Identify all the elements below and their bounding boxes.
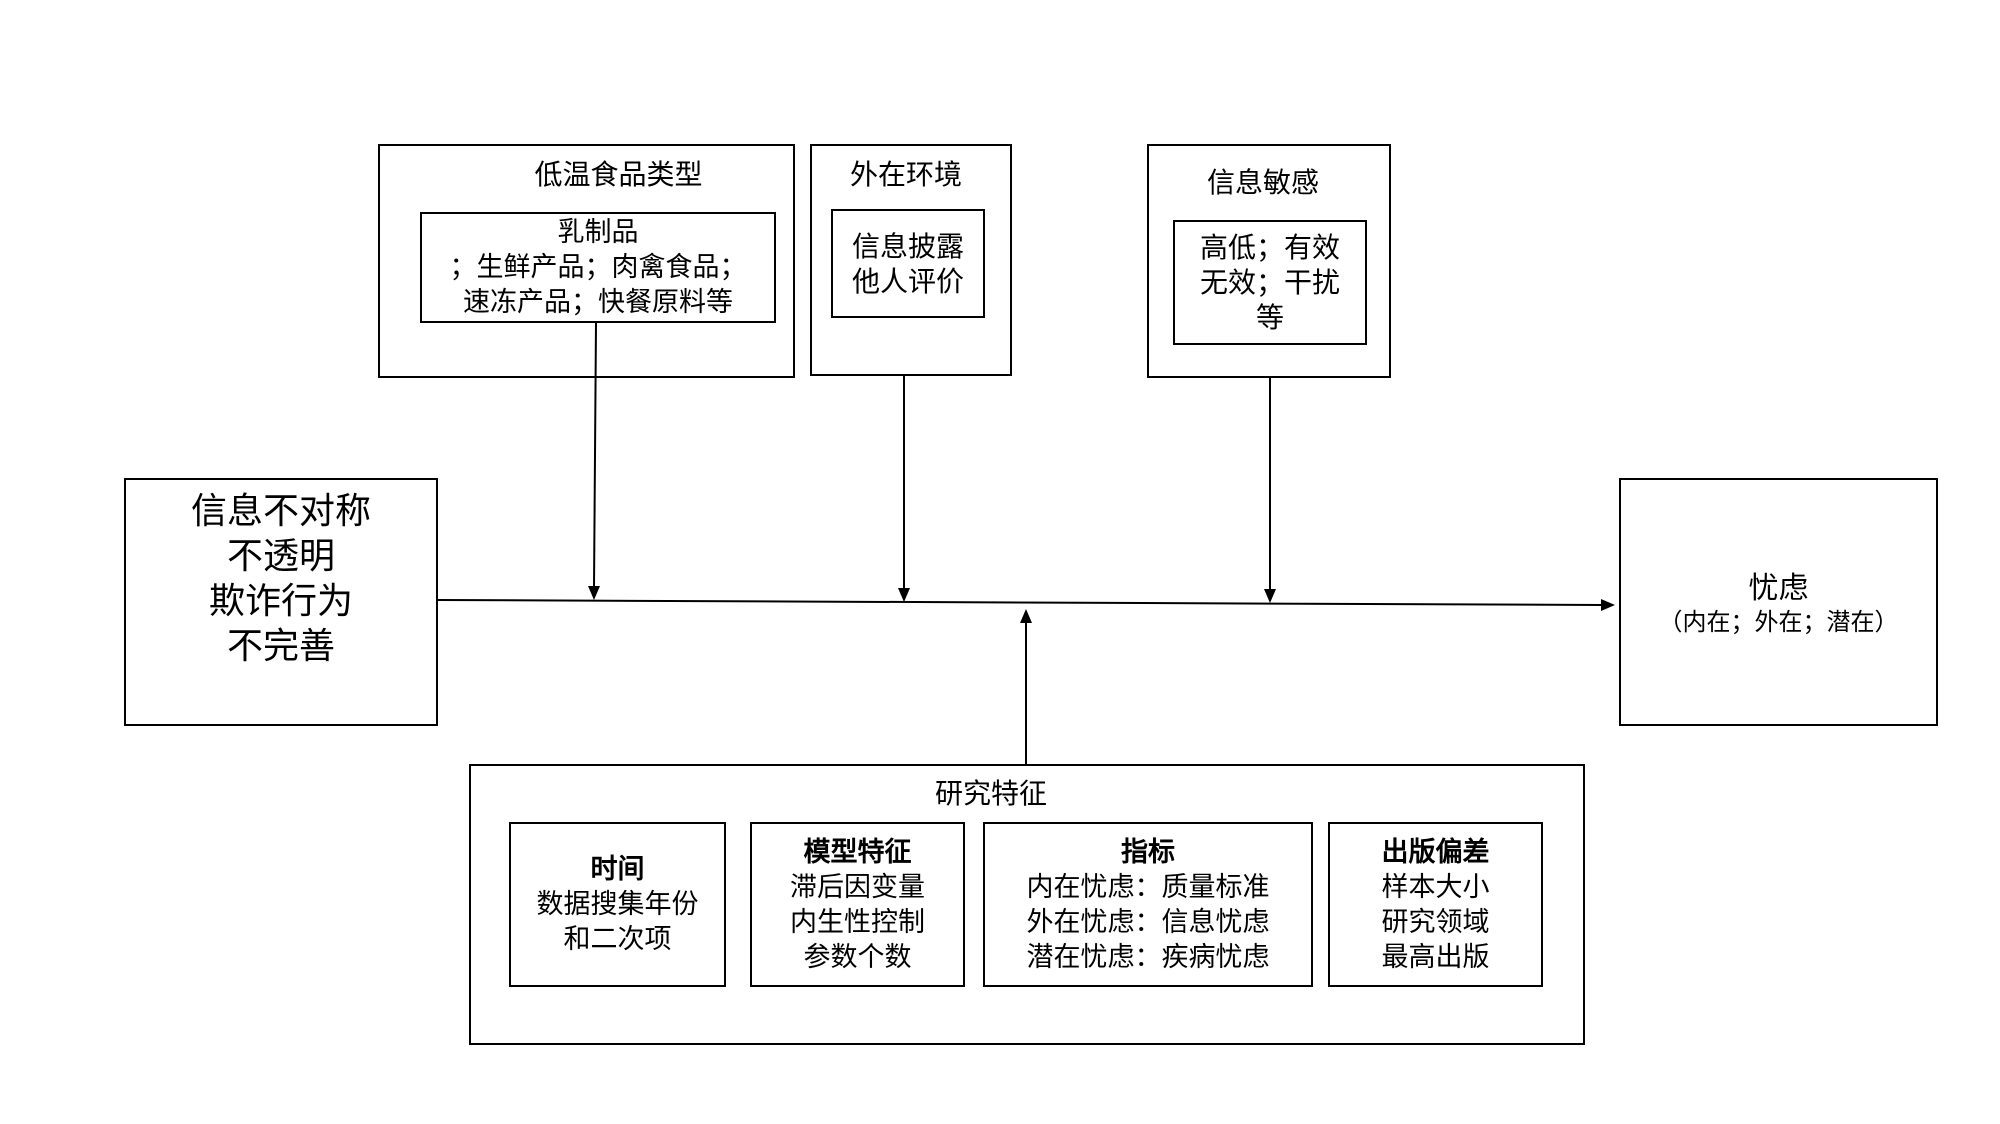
moderator-detail-food-type: 乳制品 ；生鲜产品；肉禽食品； 速冻产品；快餐原料等 [420, 212, 776, 323]
moderator-detail-line: 无效；干扰 [1199, 266, 1340, 299]
moderator-title-information-sensitivity: 信息敏感 [1206, 166, 1319, 199]
moderator-detail-line: 高低；有效 [1199, 231, 1340, 264]
study-group-indicator: 指标 内在忧虑：质量标准 外在忧虑：信息忧虑 潜在忧虑：疾病忧虑 [983, 822, 1313, 987]
arrowhead-down [898, 588, 910, 602]
moderator-box-food-type [378, 144, 795, 378]
study-group-publication-bias: 出版偏差 样本大小 研究领域 最高出版 [1328, 822, 1543, 987]
cause-line: 欺诈行为 [208, 581, 353, 622]
study-group-line: 研究领域 [1381, 906, 1490, 938]
study-group-line: 内在忧虑：质量标准 [1026, 871, 1270, 903]
arrowhead-up [1020, 609, 1032, 623]
moderator-detail-information-sensitivity: 高低；有效 无效；干扰 等 [1173, 220, 1367, 345]
cause-line: 信息不对称 [190, 491, 371, 532]
moderator-detail-line: 他人评价 [851, 264, 964, 298]
cause-line: 不透明 [226, 536, 335, 577]
outcome-title: 忧虑 [1748, 571, 1809, 606]
study-group-line: 样本大小 [1381, 871, 1490, 903]
moderator-detail-line: 信息披露 [851, 229, 964, 263]
moderator-detail-line: 乳制品 [557, 217, 639, 248]
study-group-model: 模型特征 滞后因变量 内生性控制 参数个数 [750, 822, 965, 987]
cause-box: 信息不对称 不透明 欺诈行为 不完善 [124, 478, 438, 726]
moderator-detail-external-environment: 信息披露 他人评价 [831, 209, 985, 318]
study-group-line: 内生性控制 [790, 906, 925, 938]
moderator-detail-line: ；生鲜产品；肉禽食品； [449, 252, 747, 283]
main-path-arrowhead [1601, 599, 1615, 611]
moderator-box-external-environment [810, 144, 1012, 376]
study-group-heading: 模型特征 [803, 836, 912, 868]
study-group-line: 滞后因变量 [790, 871, 925, 903]
study-group-line: 最高出版 [1381, 941, 1490, 973]
cause-line: 不完善 [226, 626, 335, 667]
moderator-detail-line: 等 [1255, 301, 1284, 334]
study-group-line: 数据搜集年份 [536, 889, 699, 920]
study-group-heading: 时间 [590, 854, 645, 885]
arrowhead-down [588, 586, 600, 600]
study-characteristics-box [469, 764, 1585, 1045]
study-group-time: 时间 数据搜集年份 和二次项 [509, 822, 726, 987]
moderator-title-food-type: 低温食品类型 [534, 158, 703, 191]
study-group-line: 和二次项 [563, 924, 672, 955]
study-group-line: 潜在忧虑：疾病忧虑 [1026, 941, 1270, 973]
moderator-box-information-sensitivity [1147, 144, 1391, 378]
study-group-line: 参数个数 [803, 941, 912, 973]
study-characteristics-title: 研究特征 [934, 777, 1047, 810]
outcome-subtitle: （内在；外在；潜在） [1658, 608, 1899, 636]
study-group-heading: 指标 [1121, 836, 1175, 868]
outcome-box: 忧虑 （内在；外在；潜在） [1619, 478, 1938, 726]
study-group-line: 外在忧虑：信息忧虑 [1026, 906, 1270, 938]
moderator-title-external-environment: 外在环境 [849, 158, 962, 191]
arrowhead-down [1264, 589, 1276, 603]
moderator-detail-line: 速冻产品；快餐原料等 [463, 287, 733, 318]
study-group-heading: 出版偏差 [1381, 836, 1490, 868]
main-path-line [437, 599, 1603, 606]
